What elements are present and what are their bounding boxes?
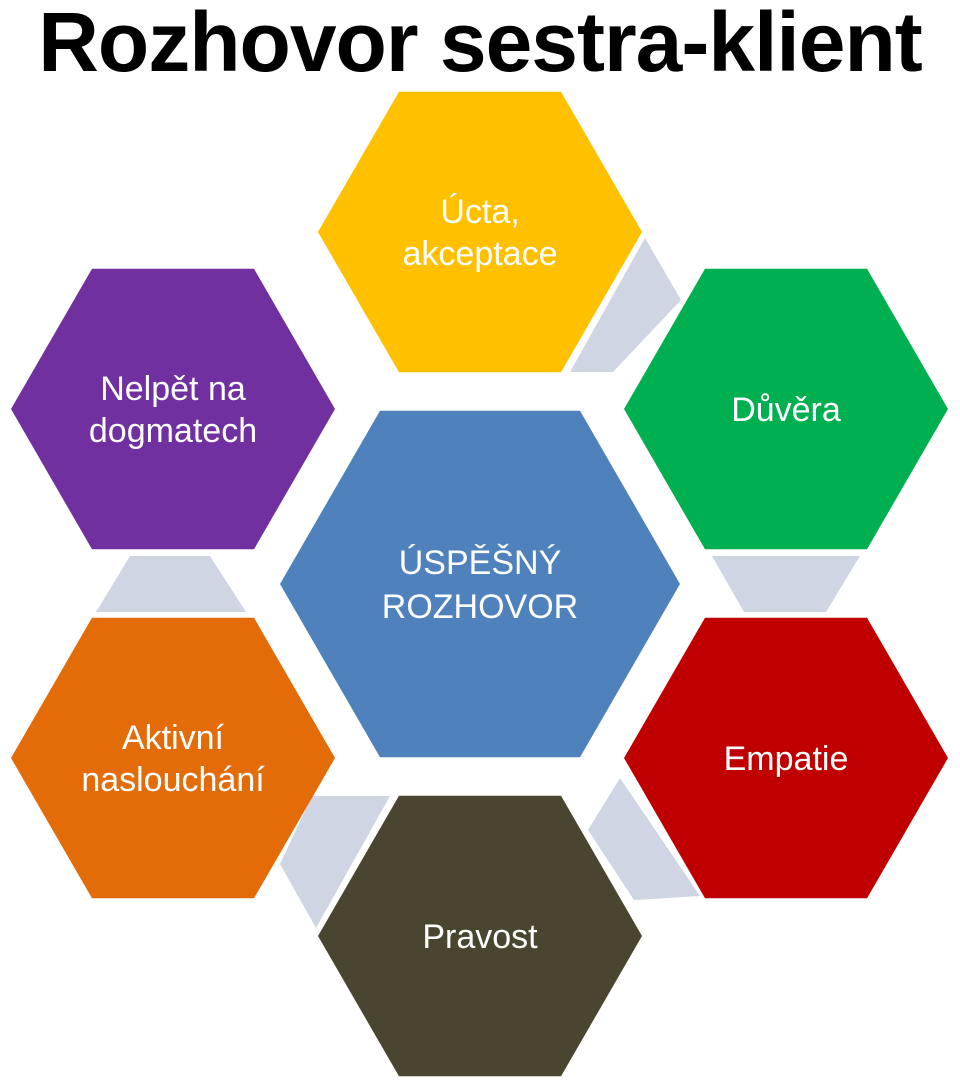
- hexagon-ucta: Úcta, akceptace: [318, 91, 642, 373]
- hexagon-nelpet: Nelpět na dogmatech: [11, 268, 335, 550]
- hexagon-shape-nelpet: [11, 268, 335, 550]
- connector-4: [280, 796, 390, 928]
- hexagon-pravost: Pravost: [318, 795, 642, 1077]
- hexagon-shape-duvera: [624, 268, 948, 550]
- hexagon-label-pravost-1: Pravost: [422, 918, 538, 956]
- hexagon-label-aktivni-1: Aktivní: [122, 719, 225, 757]
- hexagon-label-nelpet-1: Nelpět na: [100, 370, 246, 408]
- hexagon-label-ucta-2: akceptace: [403, 235, 558, 273]
- connector-5: [96, 556, 246, 612]
- hexagon-shape-pravost: [318, 795, 642, 1077]
- hexagon-label-aktivni-2: naslouchání: [81, 761, 265, 799]
- connector-1: [570, 238, 681, 372]
- connectors: [96, 238, 860, 928]
- hexagon-shape-ucta: [318, 91, 642, 373]
- page-title: Rozhovor sestra-klient: [38, 0, 923, 89]
- hexagon-label-ucta-1: Úcta,: [440, 193, 519, 231]
- hexagon-label-nelpet-2: dogmatech: [89, 412, 257, 450]
- hexagon-aktivni: Aktivní naslouchání: [11, 617, 335, 899]
- hexagon-center: ÚSPĚŠNÝ ROZHOVOR: [280, 410, 680, 758]
- hexagon-label-center-2: ROZHOVOR: [382, 588, 578, 626]
- hexagon-shape-center: [280, 410, 680, 758]
- hexagon-label-duvera-1: Důvěra: [731, 391, 841, 429]
- hexagon-shape-empatie: [624, 617, 948, 899]
- hexagon-label-empatie-1: Empatie: [724, 740, 849, 778]
- connector-3: [588, 778, 700, 900]
- hexagon-duvera: Důvěra: [624, 268, 948, 550]
- hexagon-empatie: Empatie: [624, 617, 948, 899]
- hexagon-label-center-1: ÚSPĚŠNÝ: [399, 544, 562, 582]
- connector-2: [712, 556, 860, 612]
- hexagon-shape-aktivni: [11, 617, 335, 899]
